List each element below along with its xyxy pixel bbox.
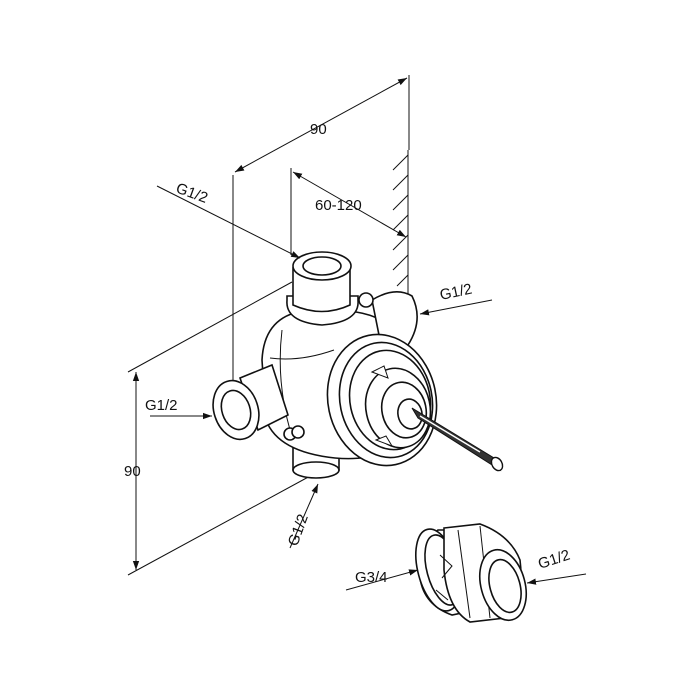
- dimension-width: [232, 75, 410, 395]
- dimension-width-label: 90: [310, 121, 327, 138]
- dimension-height: [127, 281, 313, 576]
- valve-body: [212, 251, 438, 479]
- leader-lines: [150, 185, 587, 591]
- dimension-depth-label: 60-120: [315, 197, 362, 214]
- valve-stem: [411, 407, 504, 472]
- adapter-fitting: [415, 523, 528, 623]
- dimension-height-label: 90: [124, 463, 141, 480]
- adapter-outlet-label: G1/2: [536, 547, 572, 573]
- port-top-label: G1/2: [174, 180, 210, 207]
- port-left-label: G1/2: [145, 397, 178, 414]
- port-right-label: G1/2: [438, 281, 473, 304]
- adapter-inlet-label: G3/4: [355, 569, 388, 586]
- wall-hatching: [392, 150, 409, 300]
- port-bottom-label: G1/2: [285, 512, 312, 548]
- dimension-depth: [290, 168, 407, 255]
